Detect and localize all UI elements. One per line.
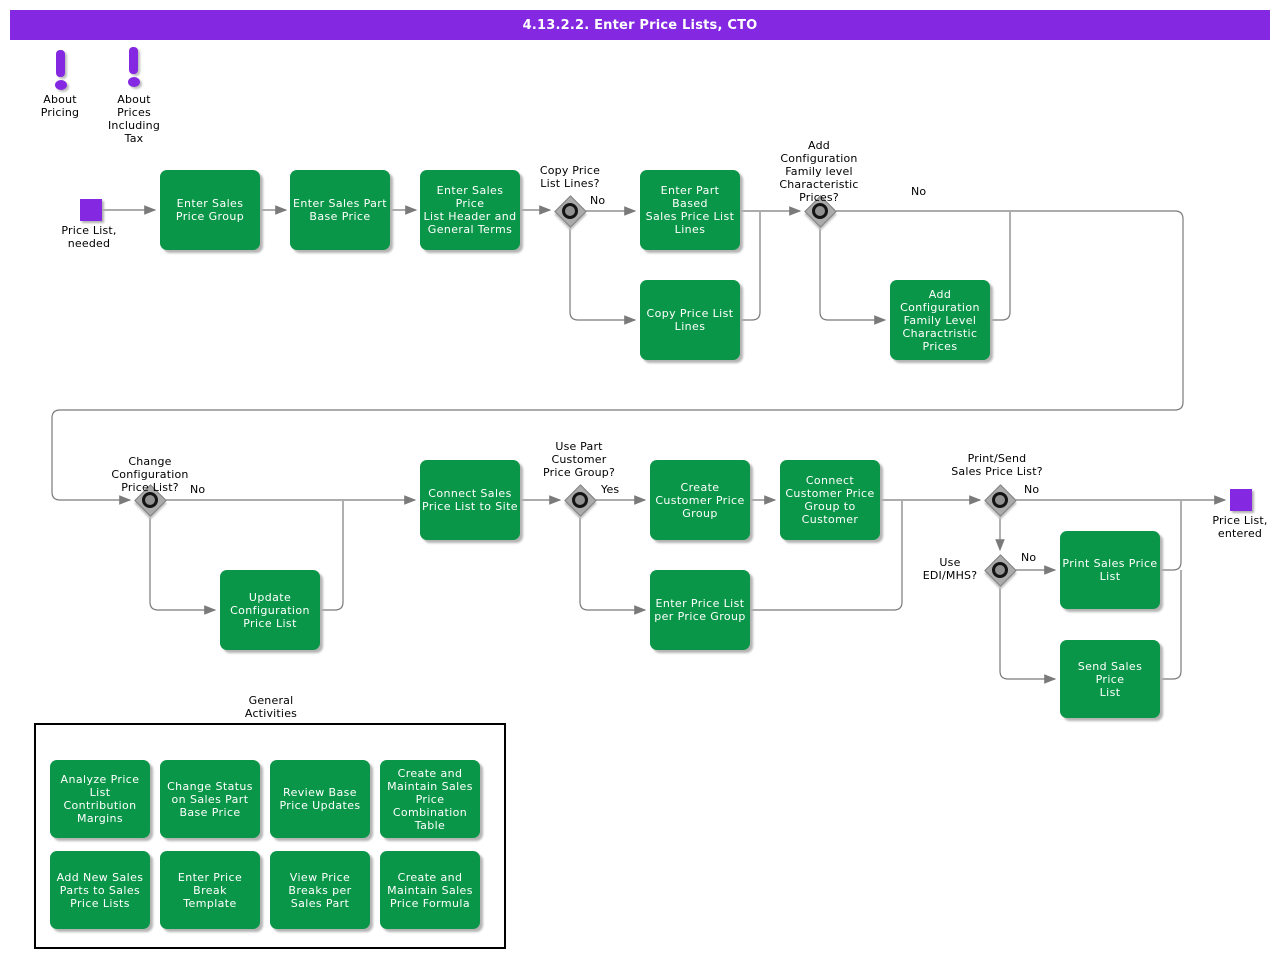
answer-add-config: No [911, 185, 927, 198]
answer-change-config: No [190, 483, 206, 496]
activity-enter-price-break-template[interactable]: Enter Price Break Template [160, 851, 260, 929]
activity-view-price-breaks[interactable]: View Price Breaks per Sales Part [270, 851, 370, 929]
exclamation-dot-icon[interactable] [128, 77, 140, 87]
activity-change-status-base-price[interactable]: Change Status on Sales Part Base Price [160, 760, 260, 838]
activity-enter-sales-price-list-header[interactable]: Enter Sales Price List Header and Genera… [420, 170, 520, 250]
decision-add-config-diamond [804, 195, 837, 228]
answer-print-send: No [1024, 483, 1040, 496]
question-print-send: Print/Send Sales Price List? [951, 452, 1043, 478]
activity-send-sales-price-list[interactable]: Send Sales Price List [1060, 640, 1160, 718]
activity-review-base-price-updates[interactable]: Review Base Price Updates [270, 760, 370, 838]
activity-connect-price-list-to-site[interactable]: Connect Sales Price List to Site [420, 460, 520, 540]
decision-print-send-diamond [984, 484, 1017, 517]
end-node-label: Price List, entered [1212, 514, 1268, 540]
diamond-ring-icon [992, 492, 1008, 508]
answer-copy-lines: No [590, 194, 606, 207]
end-node [1230, 489, 1252, 511]
diamond-ring-icon [812, 203, 828, 219]
activity-enter-sales-price-group[interactable]: Enter Sales Price Group [160, 170, 260, 250]
activity-add-config-family-prices[interactable]: Add Configuration Family Level Charactri… [890, 280, 990, 360]
page-title: 4.13.2.2. Enter Price Lists, CTO [10, 10, 1270, 40]
note-label-about-prices-including-tax: About Prices Including Tax [107, 93, 161, 145]
activity-print-sales-price-list[interactable]: Print Sales Price List [1060, 531, 1160, 609]
question-add-config: Add Configuration Family level Character… [779, 139, 859, 204]
question-change-config: Change Configuration Price List? [111, 455, 189, 494]
exclamation-dot-icon[interactable] [55, 80, 67, 90]
answer-use-part-cpg: Yes [601, 483, 620, 496]
answer-use-edi: No [1021, 551, 1037, 564]
activity-connect-cpg-to-customer[interactable]: Connect Customer Price Group to Customer [780, 460, 880, 540]
activity-add-new-sales-parts[interactable]: Add New Sales Parts to Sales Price Lists [50, 851, 150, 929]
question-use-part-cpg: Use Part Customer Price Group? [542, 440, 616, 479]
activity-update-config-price-list[interactable]: Update Configuration Price List [220, 570, 320, 650]
general-activities-label: General Activities [244, 694, 298, 720]
activity-maintain-sales-price-formula[interactable]: Create and Maintain Sales Price Formula [380, 851, 480, 929]
activity-enter-sales-part-base-price[interactable]: Enter Sales Part Base Price [290, 170, 390, 250]
activity-copy-price-list-lines[interactable]: Copy Price List Lines [640, 280, 740, 360]
diamond-ring-icon [562, 203, 578, 219]
question-use-edi: Use EDI/MHS? [922, 556, 978, 582]
diamond-ring-icon [142, 492, 158, 508]
question-copy-lines: Copy Price List Lines? [539, 164, 601, 190]
activity-enter-part-based-lines[interactable]: Enter Part Based Sales Price List Lines [640, 170, 740, 250]
decision-change-config-diamond [134, 484, 167, 517]
activity-enter-price-list-per-group[interactable]: Enter Price List per Price Group [650, 570, 750, 650]
start-node [80, 199, 102, 221]
diamond-ring-icon [572, 492, 588, 508]
exclamation-icon[interactable] [56, 50, 65, 77]
activity-maintain-price-combination-table[interactable]: Create and Maintain Sales Price Combinat… [380, 760, 480, 838]
decision-use-part-cpg-diamond [564, 484, 597, 517]
exclamation-icon[interactable] [129, 47, 138, 74]
diamond-ring-icon [992, 562, 1008, 578]
note-label-about-pricing: About Pricing [40, 93, 80, 119]
activity-analyze-price-list-margins[interactable]: Analyze Price List Contribution Margins [50, 760, 150, 838]
decision-use-edi-diamond [984, 554, 1017, 587]
activity-create-customer-price-group[interactable]: Create Customer Price Group [650, 460, 750, 540]
decision-copy-lines-diamond [554, 195, 587, 228]
start-node-label: Price List, needed [61, 224, 117, 250]
